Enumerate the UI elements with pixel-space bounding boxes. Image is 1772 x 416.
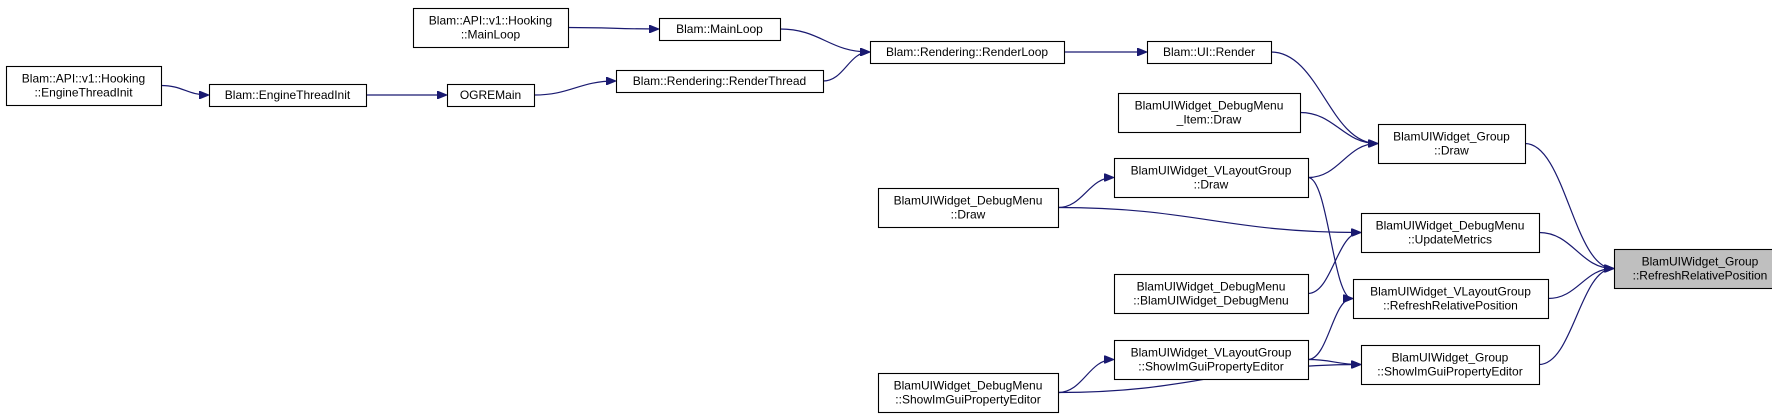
node-label-line: Blam::API::v1::Hooking <box>22 72 145 86</box>
node-box <box>208 83 368 108</box>
node-box <box>1117 92 1302 134</box>
node-label-line: ::RefreshRelativePosition <box>1383 299 1518 313</box>
node-label-line: BlamUIWidget_Group <box>1393 130 1510 144</box>
node-label-line: ::UpdateMetrics <box>1408 233 1492 247</box>
node-blam-rendering-renderthread[interactable]: Blam::Rendering::RenderThread <box>615 69 825 94</box>
node-label-line: BlamUIWidget_DebugMenu <box>894 379 1043 393</box>
node-label-line: BlamUIWidget_VLayoutGroup <box>1370 285 1531 299</box>
node-box <box>1113 339 1310 381</box>
node-label-line: Blam::EngineThreadInit <box>225 88 351 102</box>
edge-vl_draw-to-vl_refresh <box>1307 176 1352 299</box>
edge-dm_draw-to-dm_update <box>1057 206 1360 233</box>
node-box <box>869 40 1066 65</box>
node-label-line: _Item::Draw <box>1176 113 1242 127</box>
node-box <box>1360 344 1541 386</box>
node-blam-api-v1-hooking-enginethreadinit[interactable]: Blam::API::v1::Hooking::EngineThreadInit <box>5 65 163 107</box>
node-blam-mainloop[interactable]: Blam::MainLoop <box>658 17 782 42</box>
node-blamuiwidget-vlayoutgroup-showimguipropertyeditor[interactable]: BlamUIWidget_VLayoutGroup::ShowImGuiProp… <box>1113 339 1310 381</box>
node-ogremain[interactable]: OGREMain <box>446 83 536 108</box>
node-label-line: BlamUIWidget_Group <box>1642 255 1759 269</box>
node-label-line: ::MainLoop <box>461 28 521 42</box>
node-label-line: Blam::Rendering::RenderThread <box>633 74 806 88</box>
node-box <box>877 187 1060 229</box>
edge-dm_update-to-root <box>1538 231 1613 269</box>
node-label-line: ::EngineThreadInit <box>34 86 133 100</box>
node-label-line: ::ShowImGuiPropertyEditor <box>895 393 1040 407</box>
node-box <box>877 372 1060 414</box>
node-label-line: ::RefreshRelativePosition <box>1633 269 1768 283</box>
node-box <box>615 69 825 94</box>
edge-dmi_draw-to-group_draw <box>1299 111 1377 144</box>
edge-group_draw-to-root <box>1524 142 1613 269</box>
node-label-line: Blam::Rendering::RenderLoop <box>886 45 1048 59</box>
node-box <box>412 7 570 49</box>
edge-vl_show-to-vl_refresh <box>1307 299 1352 361</box>
edge-mainloop-to-renderloop <box>779 28 869 52</box>
node-label-line: BlamUIWidget_DebugMenu <box>1376 219 1525 233</box>
node-label-line: ::Draw <box>1194 178 1229 192</box>
edge-api_engine-to-enginethreadinit <box>160 84 208 96</box>
node-box <box>1613 248 1772 290</box>
node-blamuiwidget-debugmenu-updatemetrics[interactable]: BlamUIWidget_DebugMenu::UpdateMetrics <box>1360 212 1541 254</box>
edge-dm_draw-to-vl_draw <box>1057 178 1113 209</box>
node-label-line: BlamUIWidget_VLayoutGroup <box>1131 164 1292 178</box>
node-blamuiwidget-debugmenu-draw[interactable]: BlamUIWidget_DebugMenu::Draw <box>877 187 1060 229</box>
node-box <box>5 65 163 107</box>
node-box <box>1360 212 1541 254</box>
node-label-line: ::ShowImGuiPropertyEditor <box>1138 360 1283 374</box>
node-blam-api-v1-hooking-mainloop[interactable]: Blam::API::v1::Hooking::MainLoop <box>412 7 570 49</box>
node-label-line: Blam::UI::Render <box>1163 45 1255 59</box>
node-label-line: BlamUIWidget_DebugMenu <box>894 194 1043 208</box>
node-blamuiwidget-group-draw[interactable]: BlamUIWidget_Group::Draw <box>1377 123 1527 165</box>
node-label-line: BlamUIWidget_Group <box>1392 351 1509 365</box>
node-blamuiwidget-group-showimguipropertyeditor[interactable]: BlamUIWidget_Group::ShowImGuiPropertyEdi… <box>1360 344 1541 386</box>
node-box <box>658 17 782 42</box>
edge-vl_show-to-group_show <box>1307 358 1360 365</box>
node-label-line: OGREMain <box>460 88 521 102</box>
node-blamuiwidget-debugmenu-showimguipropertyeditor[interactable]: BlamUIWidget_DebugMenu::ShowImGuiPropert… <box>877 372 1060 414</box>
edge-api_mainloop-to-mainloop <box>567 28 658 30</box>
edge-ogremain-to-renderthread <box>533 81 615 96</box>
edge-renderthread-to-renderloop <box>822 52 869 82</box>
node-blamuiwidget-vlayoutgroup-draw[interactable]: BlamUIWidget_VLayoutGroup::Draw <box>1113 157 1310 199</box>
node-label-line: ::ShowImGuiPropertyEditor <box>1377 365 1522 379</box>
node-label-line: Blam::API::v1::Hooking <box>429 14 552 28</box>
node-label-line: ::Draw <box>951 208 986 222</box>
node-box <box>446 83 536 108</box>
node-blamuiwidget-debugmenu-item-draw[interactable]: BlamUIWidget_DebugMenu_Item::Draw <box>1117 92 1302 134</box>
node-blamuiwidget-debugmenu-blamuiwidget-debugmenu[interactable]: BlamUIWidget_DebugMenu::BlamUIWidget_Deb… <box>1113 273 1310 315</box>
node-label-line: BlamUIWidget_DebugMenu <box>1137 280 1286 294</box>
node-label-line: ::BlamUIWidget_DebugMenu <box>1133 294 1288 308</box>
node-label-line: BlamUIWidget_DebugMenu <box>1135 99 1284 113</box>
node-label-line: ::Draw <box>1434 144 1469 158</box>
node-label-line: BlamUIWidget_VLayoutGroup <box>1131 346 1292 360</box>
node-box <box>1377 123 1527 165</box>
node-blam-rendering-renderloop[interactable]: Blam::Rendering::RenderLoop <box>869 40 1066 65</box>
edge-vl_draw-to-group_draw <box>1307 144 1377 179</box>
node-blamuiwidget-group-refreshrelativeposition[interactable]: BlamUIWidget_Group::RefreshRelativePosit… <box>1613 248 1772 290</box>
edge-vl_refresh-to-root <box>1547 269 1613 300</box>
edge-dm_show-to-vl_show <box>1057 360 1113 394</box>
node-box <box>1146 40 1273 65</box>
node-box <box>1352 278 1550 320</box>
node-box <box>1113 157 1310 199</box>
node-blam-enginethreadinit[interactable]: Blam::EngineThreadInit <box>208 83 368 108</box>
node-blam-ui-render[interactable]: Blam::UI::Render <box>1146 40 1273 65</box>
edge-ui_render-to-group_draw <box>1270 51 1377 144</box>
node-blamuiwidget-vlayoutgroup-refreshrelativeposition[interactable]: BlamUIWidget_VLayoutGroup::RefreshRelati… <box>1352 278 1550 320</box>
edge-group_show-to-root <box>1538 269 1613 366</box>
node-box <box>1113 273 1310 315</box>
node-label-line: Blam::MainLoop <box>676 22 763 36</box>
nodes-layer: BlamUIWidget_Group::RefreshRelativePosit… <box>5 7 1772 414</box>
edge-dm_ctor-to-dm_update <box>1307 233 1360 295</box>
